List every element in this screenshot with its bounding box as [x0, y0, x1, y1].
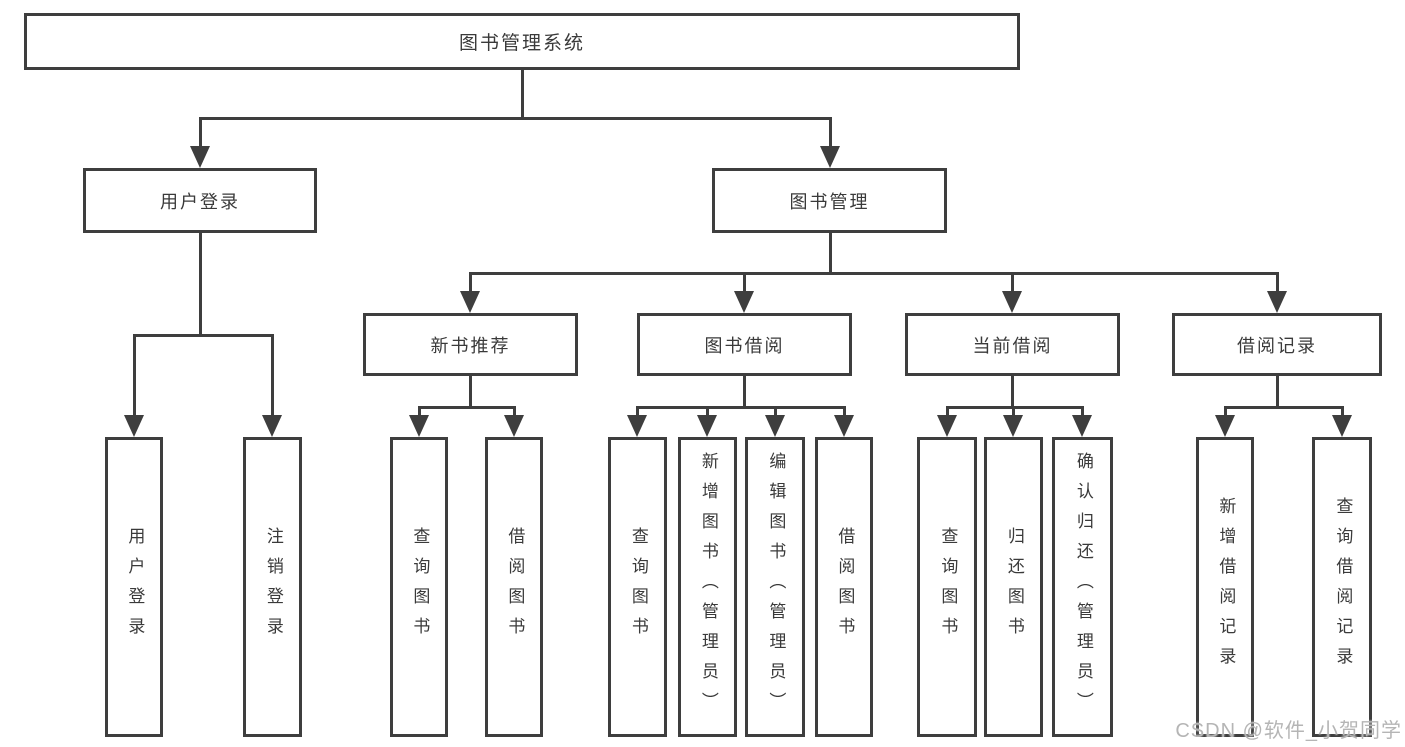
connector-line	[271, 334, 274, 419]
connector-line	[636, 406, 846, 409]
connector-line	[469, 376, 472, 409]
connector-line	[1224, 406, 1227, 419]
arrow-down-icon	[504, 415, 524, 437]
arrow-down-icon	[460, 291, 480, 313]
arrow-down-icon	[1002, 291, 1022, 313]
node-label: 用户登录	[160, 191, 240, 212]
node-current-borrowing: 当前借阅	[905, 313, 1120, 376]
arrow-down-icon	[697, 415, 717, 437]
arrow-down-icon	[937, 415, 957, 437]
leaf-return-books: 归还图书	[984, 437, 1043, 737]
leaf-label: 查询图书	[628, 527, 648, 647]
arrow-down-icon	[627, 415, 647, 437]
connector-line	[743, 272, 746, 295]
leaf-label: 归还图书	[1004, 527, 1024, 647]
connector-line	[469, 272, 1279, 275]
leaf-add-borrow-record: 新增借阅记录	[1196, 437, 1254, 737]
connector-line	[1276, 376, 1279, 409]
node-book-borrowing: 图书借阅	[637, 313, 852, 376]
connector-line	[133, 334, 136, 419]
arrow-down-icon	[262, 415, 282, 437]
connector-line	[133, 334, 274, 337]
node-book-management: 图书管理	[712, 168, 947, 233]
connector-line	[513, 406, 516, 419]
leaf-label: 借阅图书	[505, 527, 525, 647]
connector-line	[1011, 272, 1014, 295]
leaf-user-login: 用户登录	[105, 437, 163, 737]
arrow-down-icon	[409, 415, 429, 437]
arrow-down-icon	[1332, 415, 1352, 437]
arrow-down-icon	[820, 146, 840, 168]
leaf-label: 查询图书	[410, 527, 430, 647]
node-label: 新书推荐	[430, 335, 511, 356]
node-user-login: 用户登录	[83, 168, 317, 233]
arrow-down-icon	[834, 415, 854, 437]
arrow-down-icon	[124, 415, 144, 437]
node-borrowing-records: 借阅记录	[1172, 313, 1382, 376]
arrow-down-icon	[1215, 415, 1235, 437]
node-label: 借阅记录	[1237, 335, 1317, 356]
connector-line	[199, 117, 831, 120]
arrow-down-icon	[1267, 291, 1287, 313]
leaf-label: 新增图书（管理员）	[698, 452, 718, 722]
leaf-label: 查询图书	[938, 527, 958, 647]
node-label: 图书借阅	[704, 335, 785, 356]
node-new-book-recommendation: 新书推荐	[363, 313, 578, 376]
connector-line	[469, 272, 472, 295]
connector-line	[199, 233, 202, 336]
leaf-label: 编辑图书（管理员）	[766, 452, 786, 722]
connector-line	[418, 406, 421, 419]
leaf-query-books-recommend: 查询图书	[390, 437, 448, 737]
leaf-query-borrow-record: 查询借阅记录	[1312, 437, 1372, 737]
connector-line	[946, 406, 949, 419]
connector-line	[1341, 406, 1344, 419]
connector-line	[774, 406, 777, 419]
connector-line	[946, 406, 1084, 409]
connector-line	[521, 70, 524, 119]
connector-line	[829, 233, 832, 275]
leaf-label: 借阅图书	[835, 527, 855, 647]
connector-line	[1276, 272, 1279, 295]
leaf-add-books-admin: 新增图书（管理员）	[678, 437, 737, 737]
leaf-query-books-borrow: 查询图书	[608, 437, 667, 737]
arrow-down-icon	[1003, 415, 1023, 437]
connector-line	[743, 376, 746, 409]
connector-line	[1081, 406, 1084, 419]
connector-line	[706, 406, 709, 419]
node-label: 当前借阅	[972, 335, 1053, 356]
arrow-down-icon	[734, 291, 754, 313]
arrow-down-icon	[765, 415, 785, 437]
leaf-query-books-current: 查询图书	[917, 437, 977, 737]
leaf-label: 查询借阅记录	[1333, 497, 1353, 677]
connector-line	[1012, 406, 1015, 419]
leaf-borrow-books: 借阅图书	[815, 437, 873, 737]
node-label: 图书管理	[789, 191, 870, 212]
connector-line	[1011, 376, 1014, 409]
node-library-management-system: 图书管理系统	[24, 13, 1020, 70]
leaf-logout: 注销登录	[243, 437, 302, 737]
csdn-watermark: CSDN @软件_小贺同学	[1175, 720, 1402, 742]
leaf-borrow-books-recommend: 借阅图书	[485, 437, 543, 737]
leaf-label: 注销登录	[263, 527, 283, 647]
connector-line	[418, 406, 516, 409]
leaf-label: 新增借阅记录	[1216, 497, 1236, 677]
connector-line	[1224, 406, 1344, 409]
leaf-label: 确认归还（管理员）	[1073, 452, 1093, 722]
connector-line	[829, 117, 832, 149]
arrow-down-icon	[1072, 415, 1092, 437]
arrow-down-icon	[190, 146, 210, 168]
connector-line	[199, 117, 202, 149]
connector-line	[636, 406, 639, 419]
leaf-label: 用户登录	[125, 527, 145, 647]
connector-line	[843, 406, 846, 419]
node-label: 图书管理系统	[458, 33, 585, 54]
leaf-confirm-return-admin: 确认归还（管理员）	[1052, 437, 1113, 737]
leaf-edit-books-admin: 编辑图书（管理员）	[745, 437, 805, 737]
